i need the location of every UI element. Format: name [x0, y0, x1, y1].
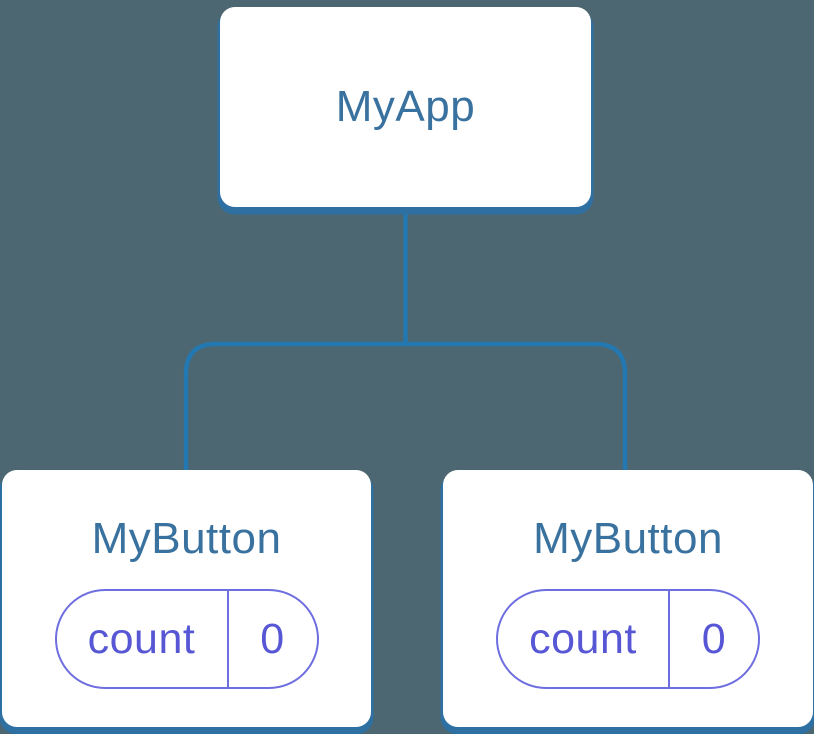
- child-component-node-left: MyButton count 0: [2, 470, 371, 727]
- child-component-label: MyButton: [533, 514, 723, 563]
- state-value: 0: [226, 591, 317, 687]
- state-value: 0: [668, 591, 758, 687]
- state-name: count: [87, 614, 196, 663]
- root-component-label: MyApp: [335, 82, 476, 131]
- connector-elbow: [183, 341, 628, 474]
- state-pill: count 0: [496, 589, 760, 689]
- child-component-label: MyButton: [91, 514, 282, 563]
- root-component-node: MyApp: [220, 7, 591, 207]
- state-name: count: [529, 614, 637, 663]
- child-component-node-right: MyButton count 0: [443, 470, 813, 727]
- state-pill: count 0: [54, 589, 319, 689]
